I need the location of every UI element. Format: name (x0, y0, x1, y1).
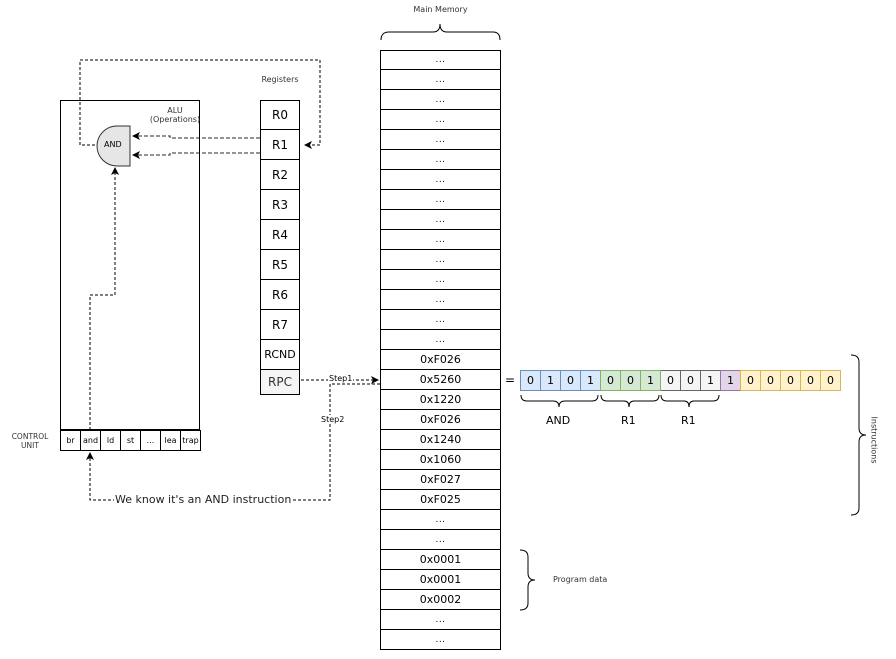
bit-sr1: 0 (680, 370, 701, 391)
memory-cell[interactable]: ... (380, 509, 501, 530)
op-ld[interactable]: ld (100, 430, 121, 451)
brace-r1-dr (600, 394, 660, 408)
main-memory-brace (380, 23, 501, 41)
memory-cell[interactable]: 0x1240 (380, 429, 501, 450)
equals-sign: = (505, 373, 516, 387)
memory-cell[interactable]: ... (380, 89, 501, 110)
brace-and (520, 394, 599, 408)
memory-cell[interactable]: 0x5260 (380, 369, 501, 390)
and-gate-label: AND (104, 140, 122, 149)
control-unit-ops: br and ld st ... lea trap (60, 430, 201, 451)
memory-cell[interactable]: ... (380, 289, 501, 310)
memory-cell[interactable]: 0xF026 (380, 409, 501, 430)
bit-rest: 0 (760, 370, 781, 391)
decode-note: We know it's an AND instruction (114, 493, 293, 506)
bit-rest: 0 (820, 370, 841, 391)
memory-cell[interactable]: 0xF025 (380, 489, 501, 510)
control-unit-box (60, 100, 200, 430)
memory-cell[interactable]: ... (380, 309, 501, 330)
register-rcnd[interactable]: RCND (260, 339, 300, 370)
memory-cell[interactable]: ... (380, 229, 501, 250)
bit-dr: 0 (620, 370, 641, 391)
alu-label: ALU (Operations) (145, 106, 205, 124)
op-lea[interactable]: lea (160, 430, 181, 451)
bit-opcode: 0 (520, 370, 541, 391)
main-memory: ........................................… (380, 50, 501, 650)
memory-cell[interactable]: ... (380, 329, 501, 350)
memory-cell[interactable]: 0xF027 (380, 469, 501, 490)
memory-cell[interactable]: ... (380, 169, 501, 190)
instructions-label: Instructions (869, 416, 879, 464)
memory-cell[interactable]: ... (380, 69, 501, 90)
memory-cell[interactable]: ... (380, 149, 501, 170)
memory-cell[interactable]: ... (380, 249, 501, 270)
register-r3[interactable]: R3 (260, 189, 300, 220)
register-rpc[interactable]: RPC (260, 369, 300, 395)
memory-cell[interactable]: ... (380, 189, 501, 210)
op-br[interactable]: br (60, 430, 81, 451)
register-r6[interactable]: R6 (260, 279, 300, 310)
field-label-sr1: R1 (681, 414, 696, 427)
field-label-dr: R1 (621, 414, 636, 427)
bit-opcode: 1 (540, 370, 561, 391)
memory-cell[interactable]: 0x0001 (380, 569, 501, 590)
bit-rest: 0 (740, 370, 761, 391)
alu-title: ALU (167, 106, 183, 115)
memory-cell[interactable]: ... (380, 609, 501, 630)
op-st[interactable]: st (120, 430, 141, 451)
bit-dr: 1 (640, 370, 661, 391)
control-unit-label: CONTROL UNIT (6, 432, 54, 450)
field-label-opcode: AND (546, 414, 571, 427)
memory-cell[interactable]: 0x1060 (380, 449, 501, 470)
memory-cell[interactable]: ... (380, 50, 501, 70)
register-r1[interactable]: R1 (260, 129, 300, 160)
memory-cell[interactable]: 0x1220 (380, 389, 501, 410)
instructions-brace (850, 354, 867, 516)
bit-sr1: 1 (700, 370, 721, 391)
register-r4[interactable]: R4 (260, 219, 300, 250)
control-unit-label-line2: UNIT (21, 441, 39, 450)
memory-cell[interactable]: 0xF026 (380, 349, 501, 370)
step1-label: Step1 (328, 374, 354, 383)
register-r2[interactable]: R2 (260, 159, 300, 190)
registers-title: Registers (261, 75, 299, 84)
memory-cell[interactable]: ... (380, 629, 501, 650)
memory-cell[interactable]: ... (380, 109, 501, 130)
brace-r1-sr1 (660, 394, 720, 408)
program-data-brace (519, 549, 536, 611)
memory-cell[interactable]: 0x0001 (380, 549, 501, 570)
alu-subtitle: (Operations) (149, 115, 201, 124)
memory-cell[interactable]: ... (380, 529, 501, 550)
op-trap[interactable]: trap (180, 430, 201, 451)
program-data-label: Program data (553, 575, 608, 584)
bit-rest: 0 (780, 370, 801, 391)
main-memory-title: Main Memory (413, 5, 468, 14)
register-file: R0 R1 R2 R3 R4 R5 R6 R7 RCND RPC (260, 100, 300, 395)
register-r0[interactable]: R0 (260, 100, 300, 130)
bit-dr: 0 (600, 370, 621, 391)
register-r5[interactable]: R5 (260, 249, 300, 280)
bit-opcode: 0 (560, 370, 581, 391)
bit-opcode: 1 (580, 370, 601, 391)
register-r7[interactable]: R7 (260, 309, 300, 340)
op-ellipsis: ... (140, 430, 161, 451)
memory-cell[interactable]: ... (380, 209, 501, 230)
bit-rest: 0 (800, 370, 821, 391)
step2-label: Step2 (320, 415, 346, 424)
memory-cell[interactable]: ... (380, 129, 501, 150)
bit-mode: 1 (720, 370, 741, 391)
memory-cell[interactable]: ... (380, 269, 501, 290)
op-and[interactable]: and (80, 430, 101, 451)
memory-cell[interactable]: 0x0002 (380, 589, 501, 610)
control-unit-label-line1: CONTROL (11, 432, 49, 441)
bit-sr1: 0 (660, 370, 681, 391)
